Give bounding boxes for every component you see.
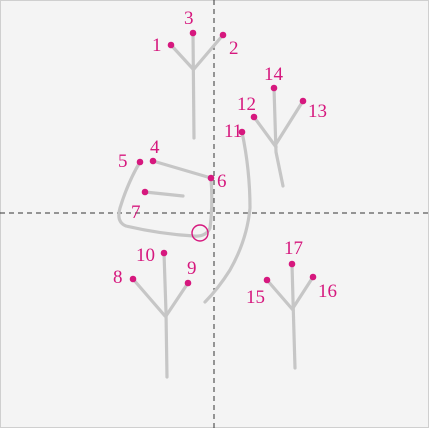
start-dot-5 xyxy=(136,158,144,166)
number-label-9: 9 xyxy=(187,258,197,279)
bottom-right-tree-strokes xyxy=(265,262,315,370)
stroke-5 xyxy=(117,160,214,238)
number-label-15: 15 xyxy=(246,287,265,308)
stroke-numbers: 1 2 3 4 5 6 7 8 9 10 11 12 13 14 15 16 1… xyxy=(113,8,337,308)
start-dot-13 xyxy=(299,97,307,105)
end-marker-circle xyxy=(191,224,209,242)
stroke-1 xyxy=(169,43,195,71)
number-label-12: 12 xyxy=(237,94,256,115)
number-label-16: 16 xyxy=(318,281,337,302)
number-label-13: 13 xyxy=(308,101,327,122)
start-dot-16 xyxy=(309,273,317,281)
start-dot-4 xyxy=(149,157,157,165)
number-label-3: 3 xyxy=(184,8,194,29)
right-tree-strokes xyxy=(252,86,305,188)
stroke-4 xyxy=(151,159,213,180)
number-label-2: 2 xyxy=(229,38,239,59)
start-dot-10 xyxy=(160,249,168,257)
start-dot-3 xyxy=(189,29,197,37)
top-tree-strokes xyxy=(169,31,225,140)
number-label-14: 14 xyxy=(264,64,284,85)
start-dot-2 xyxy=(219,31,227,39)
stroke-8 xyxy=(131,277,167,318)
start-dot-7 xyxy=(141,188,149,196)
number-label-5: 5 xyxy=(118,151,128,172)
start-dot-15 xyxy=(263,276,271,284)
number-label-7: 7 xyxy=(131,202,141,223)
start-dot-8 xyxy=(129,275,137,283)
start-dot-9 xyxy=(184,279,192,287)
stroke-7 xyxy=(143,190,185,198)
stroke-17 xyxy=(290,262,297,370)
stroke-11 xyxy=(203,130,252,304)
number-label-17: 17 xyxy=(284,238,303,259)
stroke-3 xyxy=(191,31,196,140)
stroke-10 xyxy=(162,251,169,379)
stroke-12 xyxy=(252,115,278,149)
start-dot-14 xyxy=(270,84,278,92)
start-dot-6 xyxy=(207,174,215,182)
number-label-10: 10 xyxy=(136,245,155,266)
start-dot-17 xyxy=(288,260,296,268)
stroke-13 xyxy=(274,99,305,146)
bottom-left-tree-strokes xyxy=(131,251,190,379)
number-label-6: 6 xyxy=(217,171,227,192)
number-label-4: 4 xyxy=(150,137,160,158)
start-dots xyxy=(129,29,317,287)
stroke-2 xyxy=(192,33,225,71)
stroke-9 xyxy=(164,281,190,318)
start-dot-12 xyxy=(250,113,258,121)
number-label-1: 1 xyxy=(152,35,162,56)
stroke-14 xyxy=(272,86,285,188)
start-dot-1 xyxy=(167,41,175,49)
number-label-11: 11 xyxy=(224,121,242,142)
box-strokes xyxy=(117,159,214,242)
stroke-15 xyxy=(265,278,295,312)
start-dot-11 xyxy=(238,128,246,136)
stroke-16 xyxy=(291,275,315,310)
number-label-8: 8 xyxy=(113,267,123,288)
